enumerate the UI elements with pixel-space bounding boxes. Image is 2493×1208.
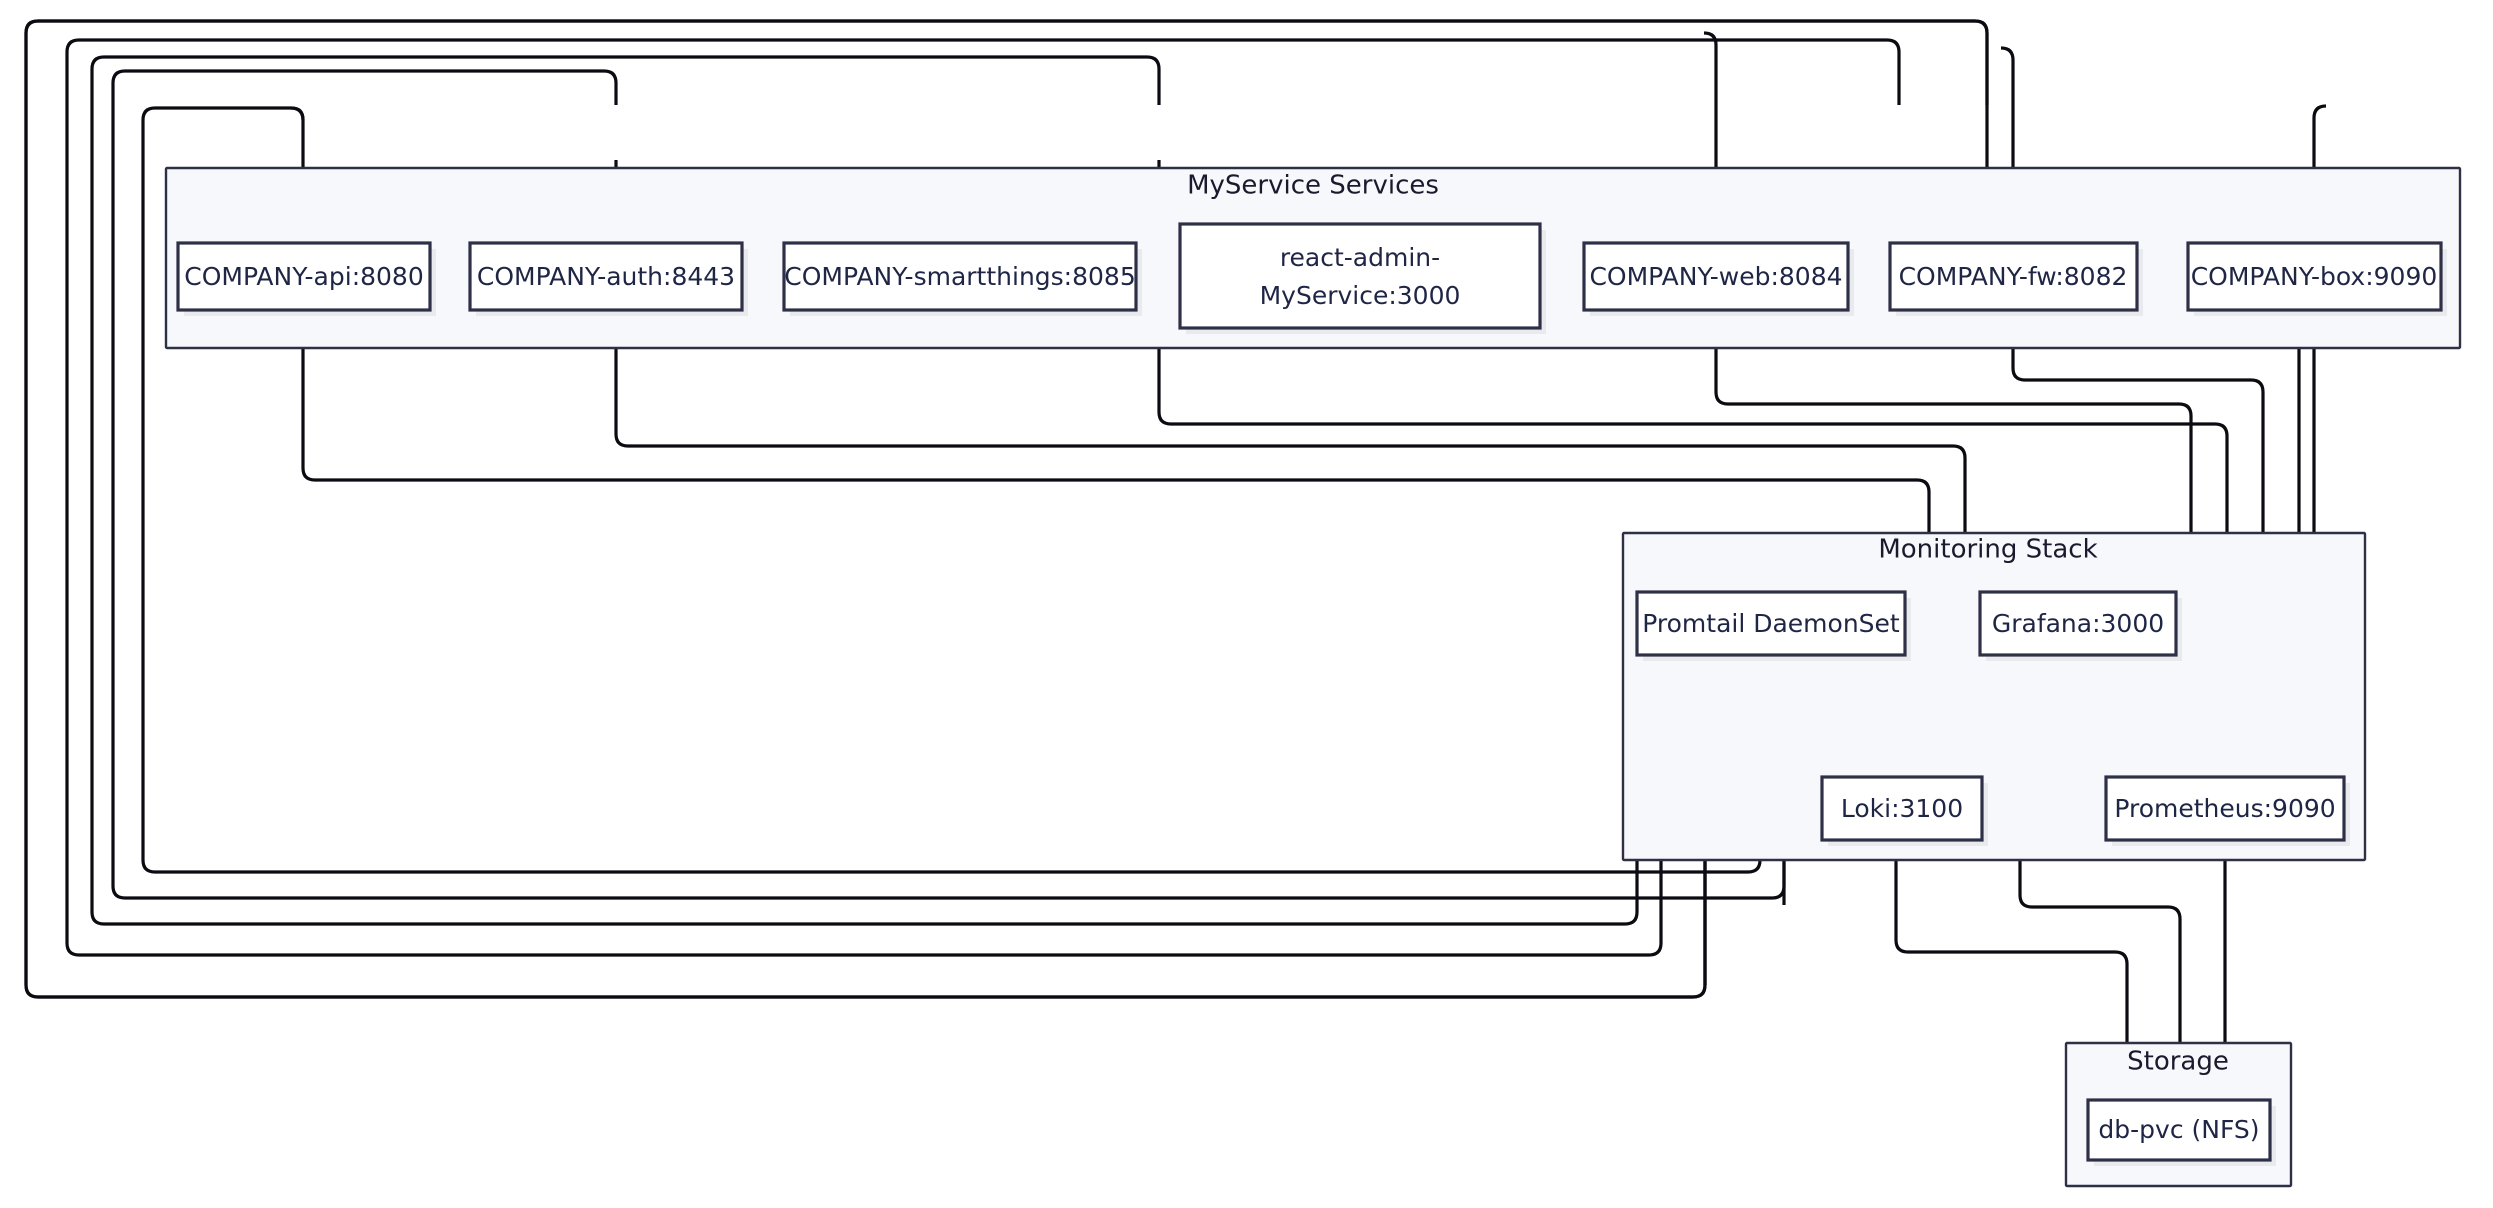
edge-loop-4	[111, 69, 1786, 900]
node-label-prometheus: Prometheus:9090	[2114, 794, 2335, 823]
node-promtail[interactable]: Promtail DaemonSet	[1635, 590, 1911, 661]
node-company-api[interactable]: COMPANY-api:8080	[176, 241, 436, 316]
cluster-title-myservice-services: MyService Services	[1187, 171, 1439, 201]
edge-loop-3	[90, 55, 1639, 926]
node-label-company-smartthings: COMPANY-smartthings:8085	[784, 262, 1135, 291]
node-label-react-admin-line1: react-admin-	[1280, 243, 1440, 272]
node-company-smartthings[interactable]: COMPANY-smartthings:8085	[782, 241, 1142, 316]
cluster-title-monitoring-stack: Monitoring Stack	[1878, 535, 2097, 565]
node-db-pvc[interactable]: db-pvc (NFS)	[2086, 1098, 2276, 1166]
node-company-box[interactable]: COMPANY-box:9090	[2186, 241, 2447, 316]
node-grafana[interactable]: Grafana:3000	[1978, 590, 2182, 661]
node-label-company-auth: COMPANY-auth:8443	[477, 262, 735, 291]
edge-loop-2	[65, 38, 1901, 957]
node-label-promtail: Promtail DaemonSet	[1642, 609, 1900, 638]
node-label-react-admin-line2: MyService:3000	[1260, 281, 1461, 310]
edge-promtail-to-company-box	[2312, 104, 2327, 128]
node-label-db-pvc: db-pvc (NFS)	[2098, 1115, 2259, 1144]
node-company-auth[interactable]: COMPANY-auth:8443	[468, 241, 748, 316]
edge-loop-1	[24, 19, 1989, 999]
cluster-title-storage: Storage	[2127, 1047, 2229, 1077]
node-label-company-web: COMPANY-web:8084	[1589, 262, 1842, 291]
node-label-company-box: COMPANY-box:9090	[2191, 262, 2438, 291]
node-company-fw[interactable]: COMPANY-fw:8082	[1888, 241, 2143, 316]
node-prometheus[interactable]: Prometheus:9090	[2104, 775, 2350, 846]
edge-loop-5	[141, 106, 1762, 874]
node-react-admin[interactable]: react-admin- MyService:3000	[1178, 222, 1546, 334]
node-label-loki: Loki:3100	[1841, 794, 1963, 823]
node-label-company-fw: COMPANY-fw:8082	[1899, 262, 2128, 291]
node-company-web[interactable]: COMPANY-web:8084	[1582, 241, 1854, 316]
node-label-grafana: Grafana:3000	[1992, 609, 2164, 638]
node-layer: COMPANY-api:8080 COMPANY-auth:8443 COMPA…	[176, 222, 2447, 1166]
node-loki[interactable]: Loki:3100	[1820, 775, 1988, 846]
edge-promtail-to-company-fw	[2000, 46, 2015, 100]
node-label-company-api: COMPANY-api:8080	[184, 262, 424, 291]
